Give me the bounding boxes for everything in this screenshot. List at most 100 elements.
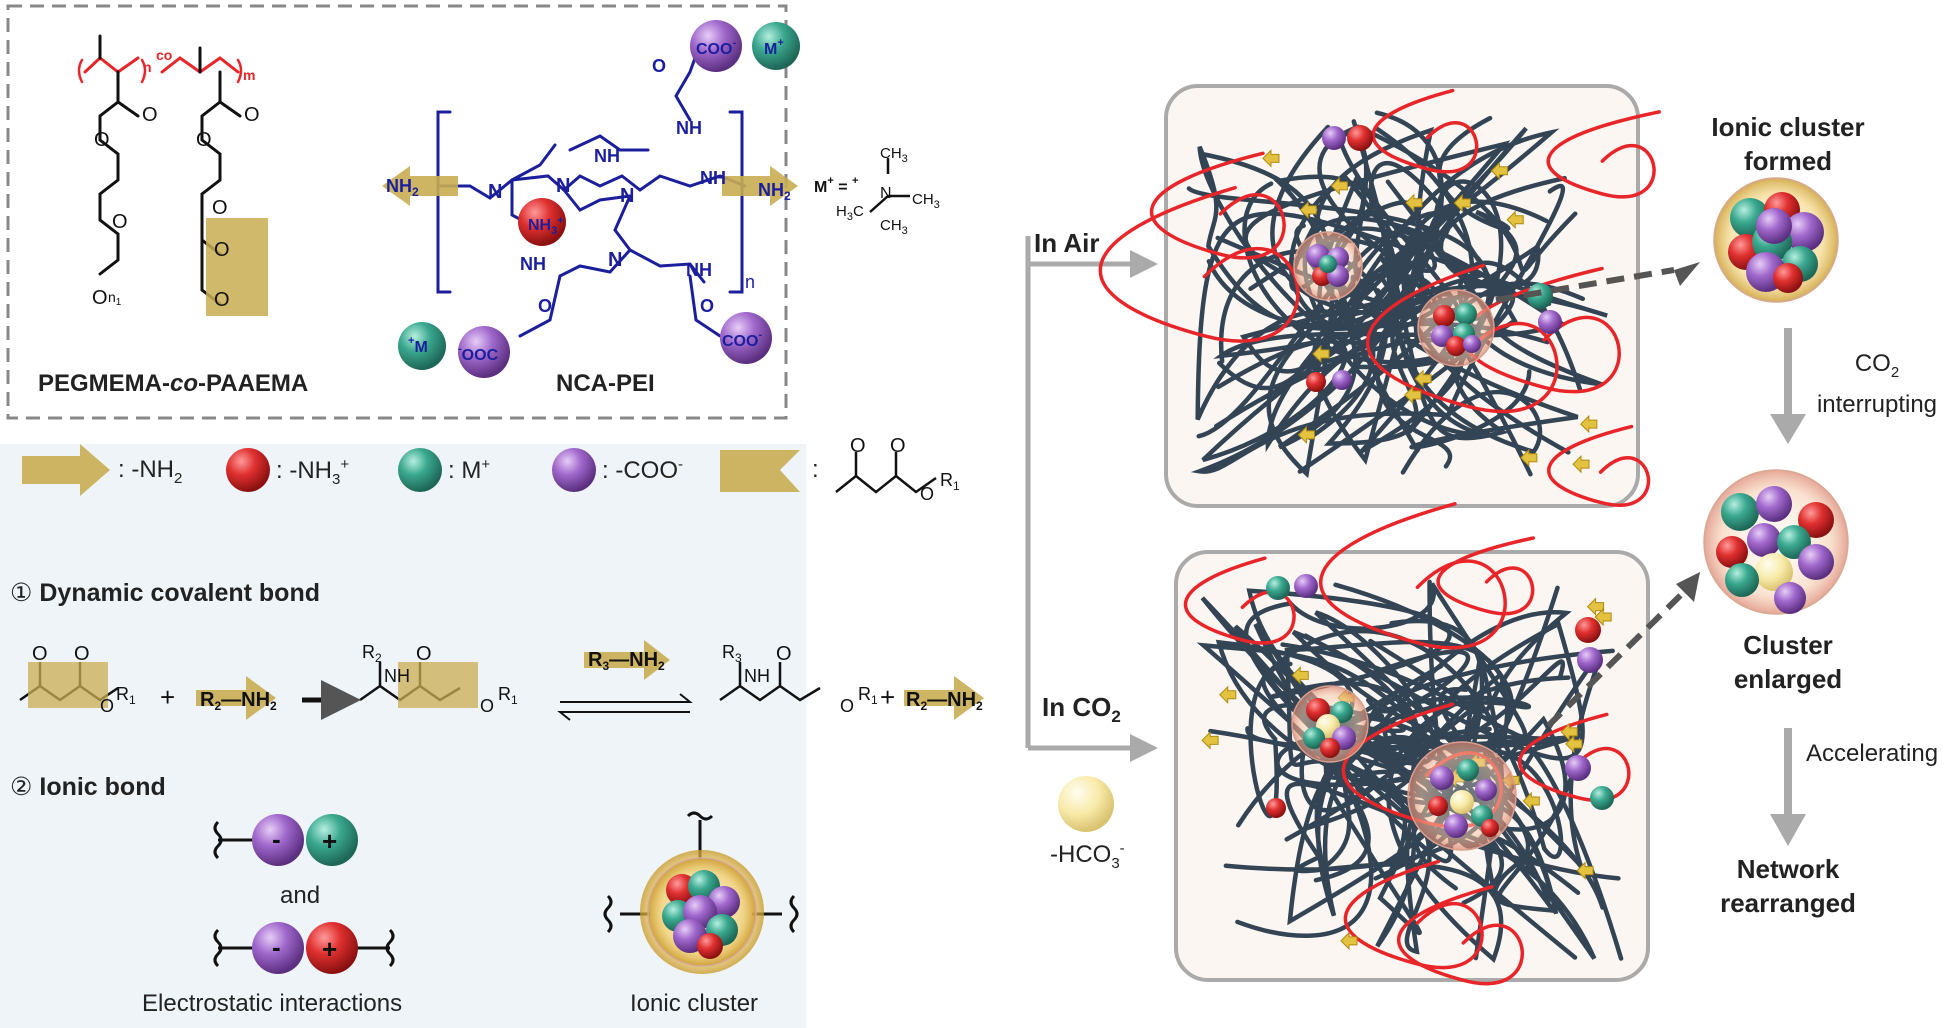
amine-arrow-r2-product: [904, 676, 984, 720]
pei-chain: [1149, 151, 1286, 260]
svg-text:R3: R3: [722, 642, 742, 665]
pair2-cation: [306, 922, 358, 974]
svg-text:O: O: [538, 296, 552, 316]
amine-marker: [1565, 734, 1583, 754]
svg-text:NH: NH: [700, 168, 726, 188]
free-ion-sphere: [1294, 574, 1318, 598]
free-ion-sphere: [1347, 125, 1373, 151]
network-chain: [1314, 610, 1624, 961]
ion-sphere: [1747, 523, 1781, 557]
pair2-anion: [252, 922, 304, 974]
pei-chain: [1319, 502, 1507, 650]
svg-text:R1: R1: [858, 684, 878, 707]
svg-text:O: O: [890, 435, 906, 457]
free-ion-sphere: [1322, 126, 1346, 150]
free-ion-sphere: [1266, 576, 1290, 600]
in-co2-label: In CO2: [1042, 692, 1121, 727]
amine-marker: [1297, 425, 1315, 445]
svg-text:NH: NH: [744, 666, 770, 686]
ion-sphere: [1319, 255, 1337, 273]
svg-text:O: O: [94, 129, 110, 151]
svg-text:R2: R2: [362, 642, 382, 665]
svg-text:-: -: [272, 824, 281, 854]
svg-text:NH: NH: [594, 146, 620, 166]
amine-marker: [1572, 454, 1590, 474]
amine-marker: [1522, 791, 1540, 811]
amine-marker: [1340, 931, 1358, 951]
ion-sphere: [1444, 814, 1468, 838]
pei-chain: [1436, 536, 1536, 616]
svg-text:COO-: COO-: [722, 329, 762, 350]
ion-sphere: [1320, 738, 1340, 758]
coo-sphere-left: [458, 326, 510, 378]
ion-sphere: [1784, 212, 1824, 252]
ion-sphere: [1756, 208, 1792, 244]
svg-text:O: O: [212, 197, 228, 219]
svg-text:+: +: [322, 826, 337, 856]
svg-text:-: -: [272, 932, 281, 962]
svg-text:O: O: [652, 56, 666, 76]
legend-nh3-label: : -NH3+: [276, 456, 350, 488]
svg-text:N: N: [556, 175, 570, 197]
svg-text:O: O: [112, 211, 128, 233]
amine-marker: [1414, 369, 1432, 388]
ionic-pair-1: [213, 820, 252, 860]
svg-text:O: O: [74, 643, 90, 665]
pegmema-structure: [77, 34, 243, 306]
svg-text:O: O: [214, 239, 230, 261]
amine-marker: [1262, 149, 1280, 168]
amine-marker: [1299, 200, 1317, 220]
ionic-cluster-label: Ionic cluster: [630, 990, 759, 1017]
free-ion-sphere: [1266, 798, 1286, 818]
m-sphere-left: [398, 322, 446, 370]
ion-sphere: [1774, 582, 1806, 614]
svg-text:co: co: [156, 47, 172, 63]
free-ion-sphere: [1575, 617, 1601, 643]
free-ion-sphere: [1332, 370, 1352, 390]
bicarbonate-label: -HCO3-: [1050, 840, 1125, 872]
coo-sphere-right: [720, 312, 772, 364]
ion-sphere: [1433, 305, 1455, 327]
amine-marker: [1576, 861, 1594, 880]
pei-chain: [1546, 110, 1661, 199]
svg-text:NH3+: NH3+: [528, 215, 564, 237]
nh2-arrow-left: [382, 166, 458, 206]
svg-text:NH: NH: [384, 666, 410, 686]
section2-heading: ② Ionic bond: [10, 773, 166, 801]
svg-text:H3C: H3C: [836, 203, 864, 223]
legend-coo-sphere: [552, 448, 596, 492]
amine-marker: [1404, 385, 1422, 405]
pei-chain: [1365, 263, 1559, 414]
amine-marker: [1330, 176, 1348, 196]
dashed-arrow-co2: [1545, 583, 1693, 729]
amine-marker: [1586, 597, 1605, 616]
svg-text:N: N: [488, 181, 502, 203]
ionic-cluster-small-sphere: [647, 857, 757, 967]
amine-marker: [1405, 193, 1423, 213]
svg-text:N: N: [620, 185, 634, 207]
ion-sphere: [1475, 779, 1497, 801]
svg-text:+M: +M: [408, 335, 428, 356]
amine-marker: [1594, 607, 1612, 627]
legend-coo-label: : -COO-: [602, 456, 683, 484]
pei-chain: [1371, 88, 1479, 174]
legend-aceto-label: :: [812, 456, 819, 483]
svg-text:M+: M+: [764, 37, 784, 58]
ion-sphere: [1446, 336, 1466, 356]
ion-sphere: [1457, 759, 1479, 781]
nh2-arrow-right: [722, 166, 798, 206]
svg-text:R1: R1: [940, 470, 960, 493]
accelerating-label: Accelerating: [1806, 740, 1939, 767]
bicarbonate-sphere: [1058, 776, 1114, 832]
pei-chain: [1517, 712, 1631, 802]
ion-sphere: [697, 933, 723, 959]
flow-arrow-co2: [1130, 734, 1158, 762]
svg-text:O: O: [920, 484, 934, 504]
ion-sphere: [1798, 502, 1834, 538]
pair1-anion: [252, 814, 304, 866]
nh3-sphere-pei: [518, 198, 566, 246]
